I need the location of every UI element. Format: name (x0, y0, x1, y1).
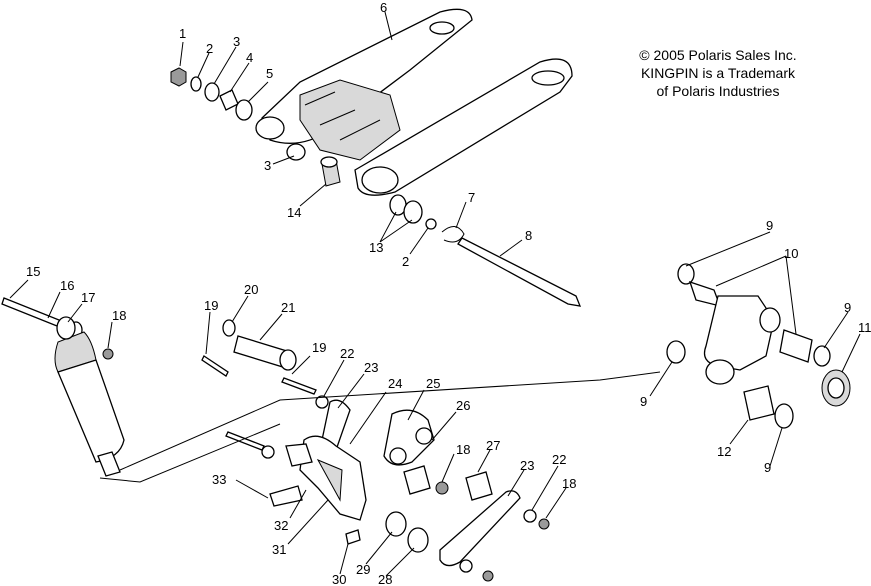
callout-label: 11 (858, 320, 871, 335)
callout-label: 5 (266, 66, 273, 81)
callout-numbers: 1 2 3 4 5 6 3 14 13 2 7 8 9 10 9 11 9 12… (26, 0, 871, 586)
callout-label: 29 (356, 562, 370, 577)
callout-label: 23 (364, 360, 378, 375)
copyright-line: © 2005 Polaris Sales Inc. (639, 47, 797, 63)
callout-label: 13 (369, 240, 383, 255)
callout-label: 2 (206, 41, 213, 56)
callout-label: 33 (212, 472, 226, 487)
callout-label: 3 (264, 158, 271, 173)
callout-label: 3 (233, 34, 240, 49)
callout-label: 22 (552, 452, 566, 467)
callout-label: 7 (468, 190, 475, 205)
callout-label: 10 (784, 246, 798, 261)
callout-label: 2 (402, 254, 409, 269)
callout-label: 20 (244, 282, 258, 297)
callout-label: 17 (81, 290, 95, 305)
callout-label: 9 (764, 460, 771, 475)
rocker-assembly (666, 263, 851, 429)
lower-linkage (201, 319, 550, 582)
callout-label: 16 (60, 278, 74, 293)
axle-hardware (389, 194, 582, 307)
swing-arm-hardware (170, 67, 341, 187)
callout-label: 18 (112, 308, 126, 323)
callout-label: 18 (562, 476, 576, 491)
callout-label: 24 (388, 376, 402, 391)
callout-label: 25 (426, 376, 440, 391)
trademark-line: KINGPIN is a Trademark (640, 65, 796, 81)
leader-lines (9, 11, 861, 577)
assembly-lines (99, 371, 661, 483)
callout-label: 9 (766, 218, 773, 233)
callout-label: 31 (272, 542, 286, 557)
callout-label: 8 (525, 228, 532, 243)
callout-label: 14 (287, 205, 301, 220)
callout-label: 9 (844, 300, 851, 315)
callout-label: 27 (486, 438, 500, 453)
callout-label: 23 (520, 458, 534, 473)
callout-label: 18 (456, 442, 470, 457)
callout-label: 6 (380, 0, 387, 15)
callout-label: 21 (281, 300, 295, 315)
callout-label: 32 (274, 518, 288, 533)
callout-label: 19 (204, 298, 218, 313)
shock-absorber (1, 297, 125, 477)
callout-label: 4 (246, 50, 253, 65)
callout-label: 30 (332, 572, 346, 586)
callout-label: 26 (456, 398, 470, 413)
callout-label: 19 (312, 340, 326, 355)
trademark-owner-line: of Polaris Industries (656, 83, 780, 99)
callout-label: 9 (640, 394, 647, 409)
copyright-notice: © 2005 Polaris Sales Inc. KINGPIN is a T… (610, 46, 826, 100)
callout-label: 12 (717, 444, 731, 459)
callout-label: 1 (179, 26, 186, 41)
callout-label: 22 (340, 346, 354, 361)
callout-label: 15 (26, 264, 40, 279)
swing-arm (255, 8, 573, 196)
callout-label: 28 (378, 572, 392, 586)
